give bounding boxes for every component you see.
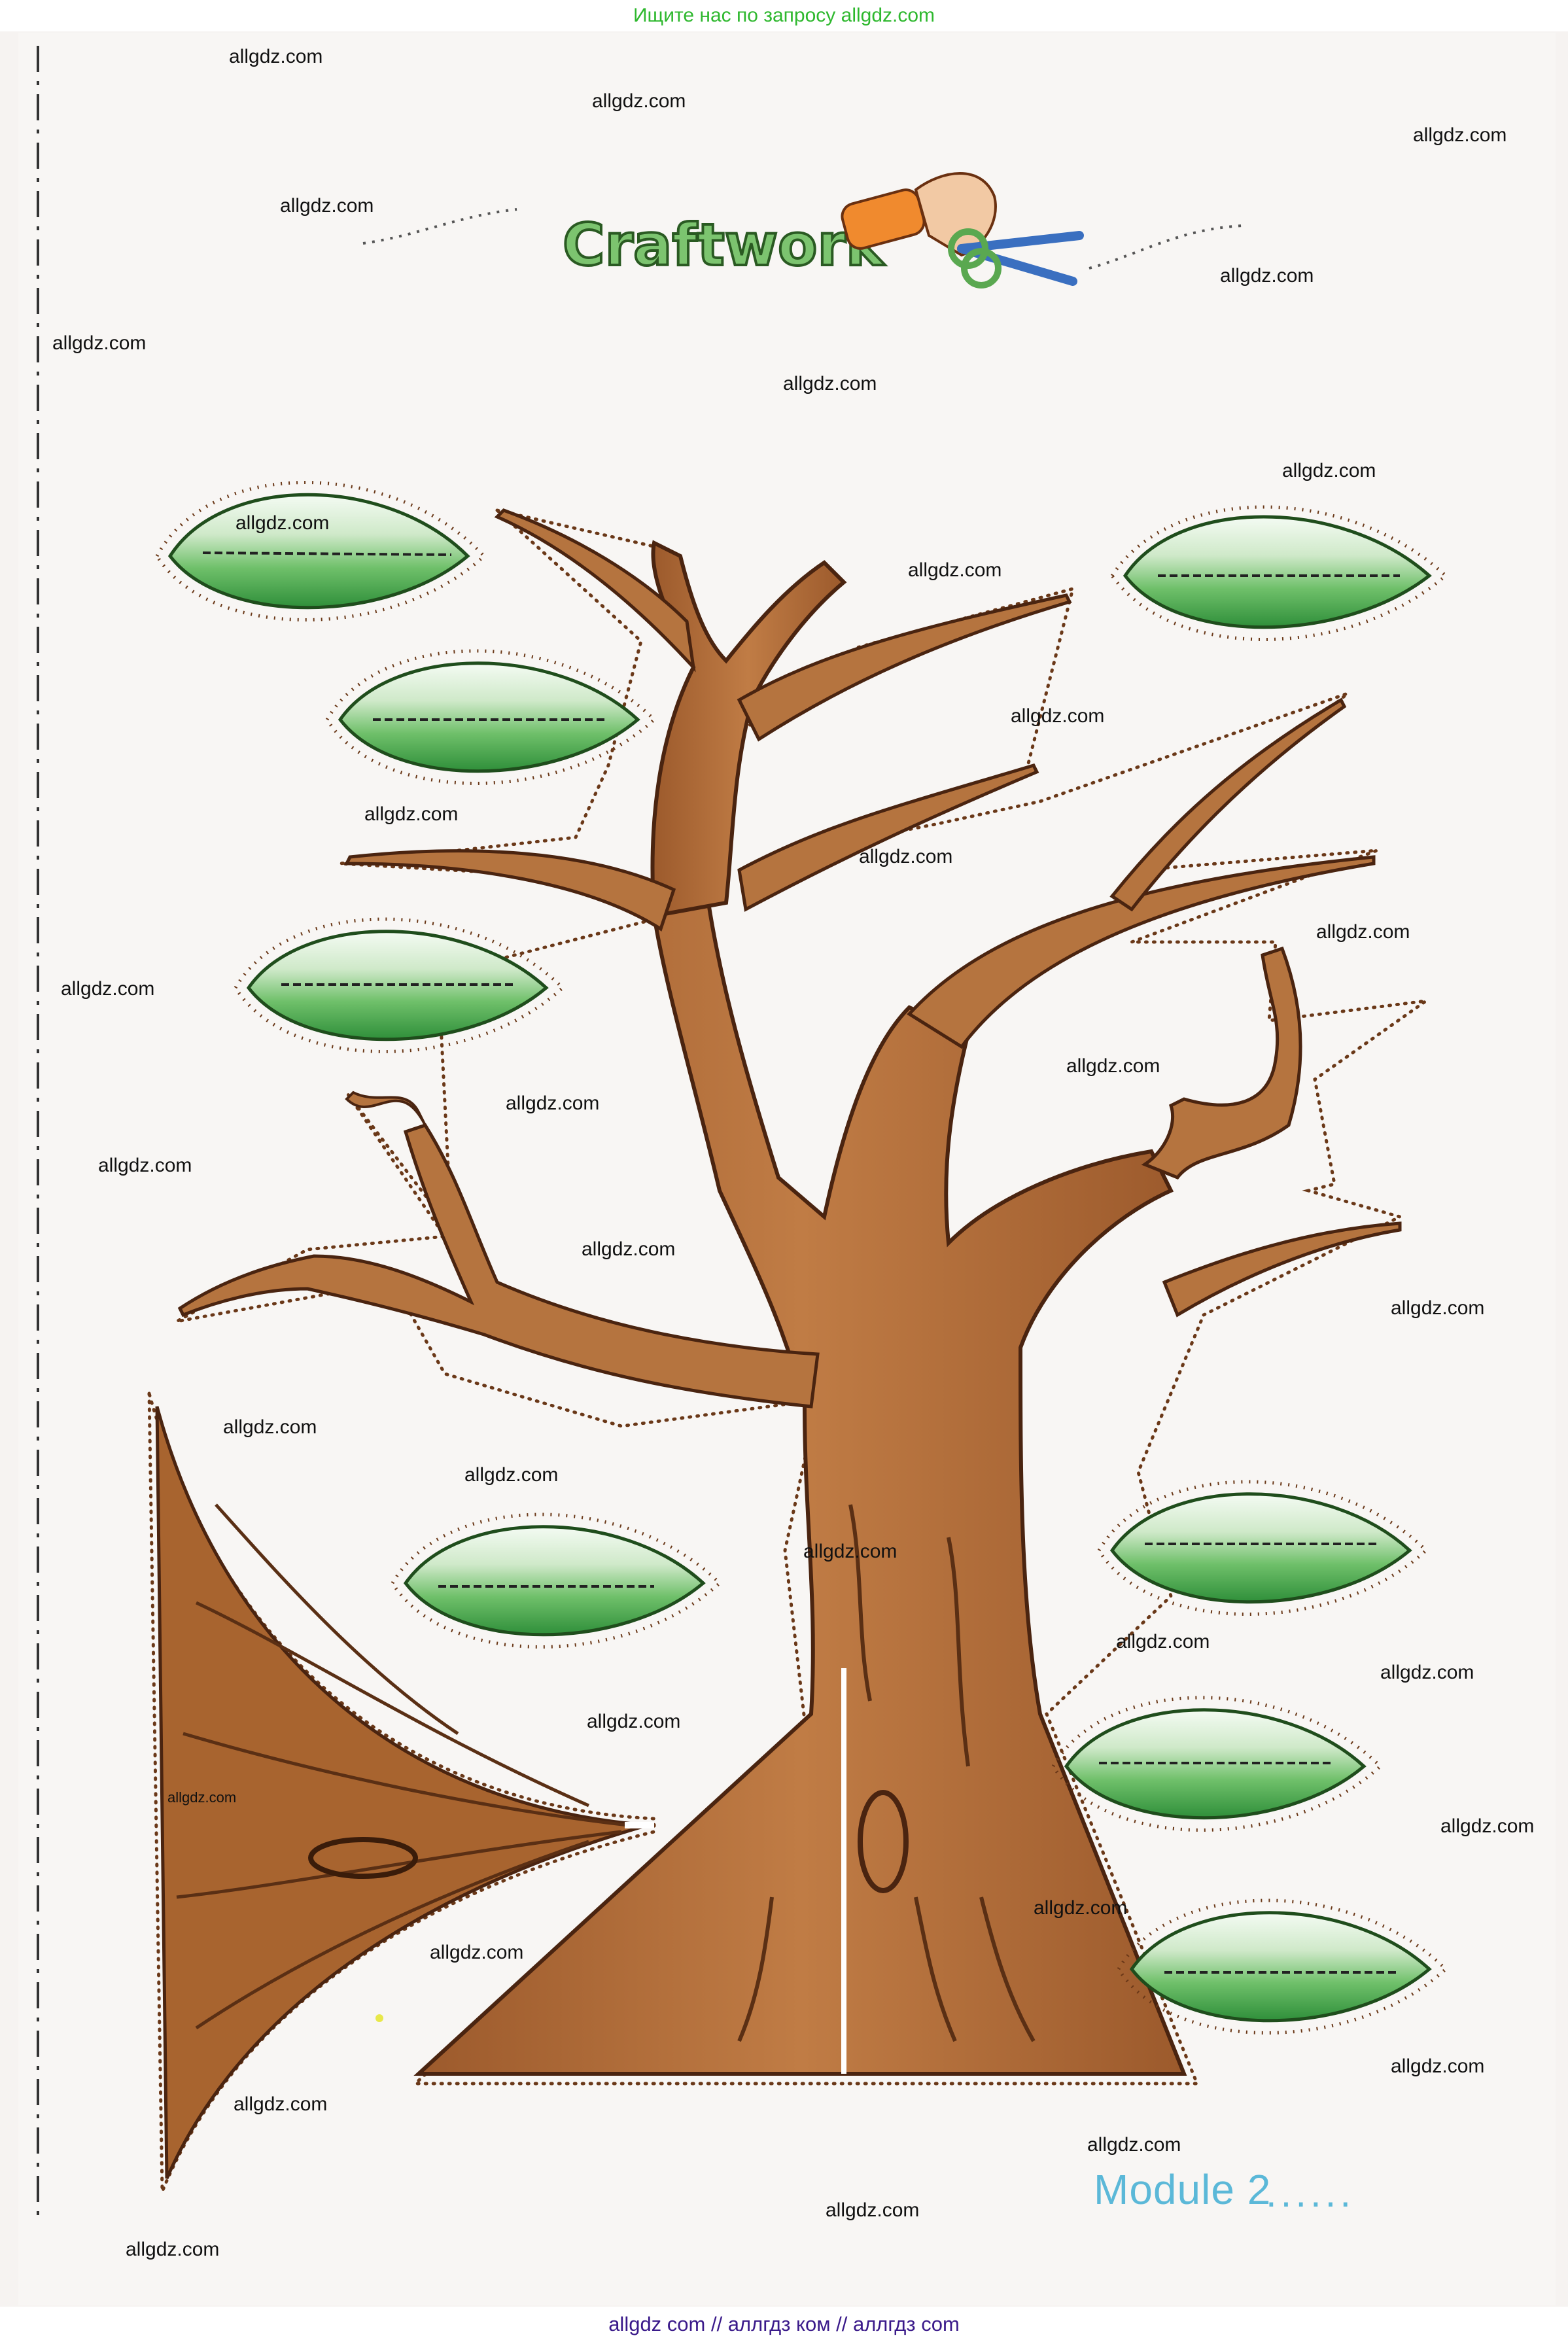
watermark: allgdz.com bbox=[223, 1416, 317, 1438]
tree-stand-piece bbox=[147, 1393, 656, 2192]
stray-dot bbox=[375, 2014, 383, 2022]
top-banner[interactable]: Ищите нас по запросу allgdz.com bbox=[0, 0, 1568, 31]
craftwork-title: Craftwork bbox=[563, 211, 886, 279]
watermark: allgdz.com bbox=[859, 846, 953, 867]
craftwork-header: Craftwork bbox=[362, 172, 1244, 288]
watermark: allgdz.com bbox=[908, 559, 1002, 581]
watermark: allgdz.com bbox=[1220, 265, 1314, 287]
watermark: allgdz.com bbox=[582, 1238, 676, 1260]
watermark: allgdz.com bbox=[826, 2199, 920, 2221]
watermark: allgdz.com bbox=[1282, 460, 1376, 481]
watermark: allgdz.com bbox=[167, 1789, 237, 1806]
watermark: allgdz.com bbox=[364, 803, 459, 825]
leaf-2[interactable] bbox=[1109, 505, 1448, 641]
watermark: allgdz.com bbox=[52, 332, 147, 354]
leaf-4[interactable] bbox=[234, 917, 565, 1053]
leaf-3[interactable] bbox=[325, 649, 657, 785]
watermark: allgdz.com bbox=[1391, 1297, 1485, 1319]
module-label: Module 2 bbox=[1094, 2166, 1272, 2213]
watermark: allgdz.com bbox=[229, 46, 323, 67]
watermark: allgdz.com bbox=[587, 1711, 681, 1732]
watermark: allgdz.com bbox=[783, 373, 877, 394]
leaf-5[interactable] bbox=[1097, 1480, 1429, 1616]
watermark: allgdz.com bbox=[235, 512, 330, 534]
bottom-banner[interactable]: allgdz com // аллгдз ком // аллгдз com bbox=[0, 2307, 1568, 2342]
watermark: allgdz.com bbox=[98, 1155, 192, 1176]
watermark: allgdz.com bbox=[1440, 1815, 1535, 1837]
watermark: allgdz.com bbox=[1011, 705, 1105, 727]
watermark: allgdz.com bbox=[803, 1541, 897, 1562]
watermark: allgdz.com bbox=[1087, 2134, 1181, 2156]
watermark: allgdz.com bbox=[430, 1942, 524, 1963]
watermark: allgdz.com bbox=[1066, 1055, 1160, 1077]
watermark: allgdz.com bbox=[506, 1092, 600, 1114]
watermark: allgdz.com bbox=[234, 2093, 328, 2115]
watermark: allgdz.com bbox=[1380, 1662, 1474, 1683]
watermark: allgdz.com bbox=[1034, 1897, 1128, 1919]
leaf-8[interactable] bbox=[1117, 1898, 1448, 2035]
watermark: allgdz.com bbox=[464, 1464, 559, 1486]
watermark: allgdz.com bbox=[1391, 2055, 1485, 2077]
watermark: allgdz.com bbox=[61, 978, 155, 1000]
watermark: allgdz.com bbox=[1316, 921, 1410, 943]
watermark: allgdz.com bbox=[1116, 1631, 1210, 1652]
watermark: allgdz.com bbox=[280, 195, 374, 217]
watermark: allgdz.com bbox=[126, 2239, 220, 2260]
tree-illustration bbox=[177, 508, 1402, 2076]
hand-scissors-icon bbox=[841, 172, 1084, 288]
leaf-6[interactable] bbox=[391, 1512, 722, 1649]
watermark: allgdz.com bbox=[592, 90, 686, 112]
module-dots: ...... bbox=[1266, 2171, 1355, 2215]
leaf-7[interactable] bbox=[1051, 1696, 1383, 1832]
watermark: allgdz.com bbox=[1413, 124, 1507, 146]
leaf-cutouts bbox=[155, 481, 1448, 2035]
leaf-1[interactable] bbox=[155, 481, 487, 621]
